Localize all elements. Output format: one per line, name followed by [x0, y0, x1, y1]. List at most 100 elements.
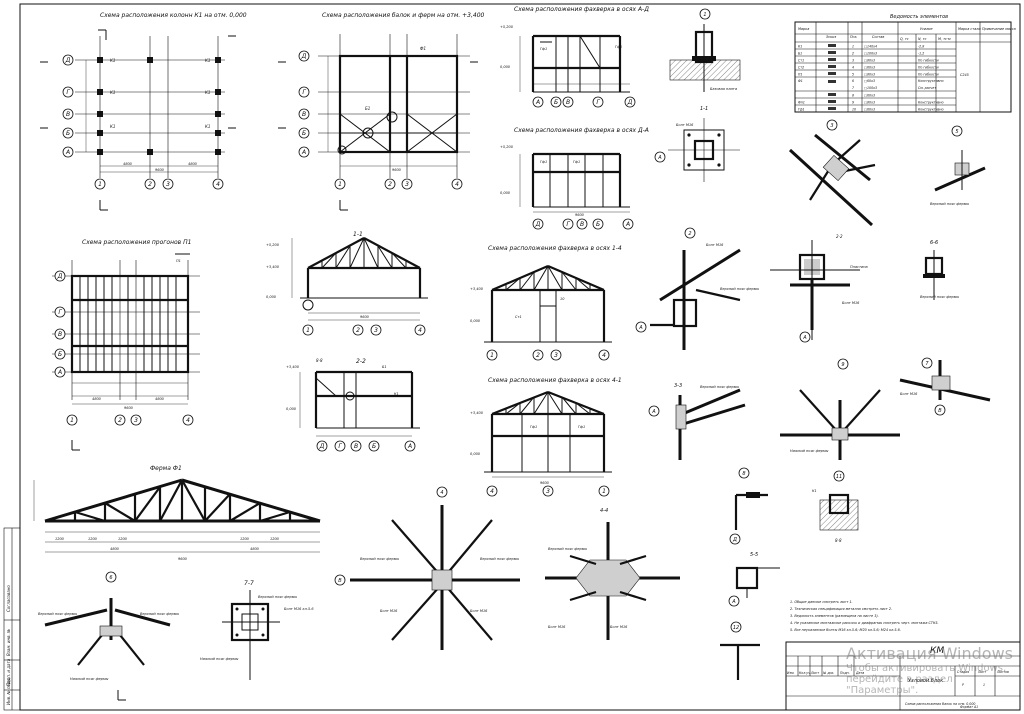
elev-wind-da-1: +5,200: [500, 145, 514, 149]
elev-s11-3: 0,000: [266, 295, 277, 299]
callout-chord-n4-b: Верхний пояс фермы: [480, 557, 519, 561]
node1-label: 1: [703, 12, 706, 18]
column-plan: Схема расположения колонн К1 на отм. 0,0…: [40, 12, 247, 211]
spec-row-0-mark: К1: [798, 45, 802, 49]
strip-label-1: Подп. и дата: [6, 658, 11, 686]
mark-k1-c: К1: [110, 90, 115, 95]
stamp-sheet-hdr: Лист: [977, 670, 986, 674]
axis4-d: Д: [535, 221, 541, 228]
callout-chord-up-b: Верхний пояс фермы: [140, 612, 179, 616]
strip-label-0: Инв. № подл.: [6, 677, 11, 705]
spec-row-7-comp: □60х3: [864, 94, 875, 98]
node-12: 12: [720, 621, 760, 680]
spec-title: Ведомость элементов: [890, 14, 948, 20]
wind-ad: Схема расположения фахверка в осях А-Д А…: [500, 6, 649, 108]
beams-plan: Схема расположения балок и ферм на отм. …: [278, 12, 485, 211]
spec-steel: С245: [960, 73, 969, 77]
axis2-2: 2: [388, 181, 392, 188]
title-block: КМ Изм. Кол.уч. Лист № док. Подп. Дата С…: [785, 641, 1021, 711]
spec-row-1-n: -1,2: [918, 52, 924, 56]
spec-row-3-pos: 4: [852, 66, 854, 70]
node12-label: 12: [733, 625, 739, 631]
spec-hdr-mark: Марка: [798, 27, 809, 31]
wind-41: Схема расположения фахверка в осях 4-1 4…: [470, 377, 622, 497]
callout-base: Базовая плита: [710, 87, 737, 91]
stamp-sheet: 1: [983, 683, 985, 687]
spec-row-8-mark: Фп1: [798, 101, 805, 105]
spec-row-4-comp: □80х3: [864, 73, 875, 77]
axis4-v: В: [580, 221, 584, 228]
axis6-1: 1: [306, 327, 310, 334]
spec-hdr-force: Усилие: [920, 27, 933, 31]
dim10-9600: 9600: [178, 557, 188, 561]
node-9: 9 Нижний пояс фермы: [780, 358, 900, 460]
s11d-axis: А: [657, 155, 662, 161]
axis2-a: А: [301, 149, 306, 156]
spec-row-8-comp: □80х3: [864, 101, 875, 105]
spec-row-3-n: По гибкости: [918, 66, 939, 70]
dim10-1200-a: 1200: [55, 537, 65, 541]
axis-d: Д: [65, 57, 71, 64]
axis-b: Б: [66, 130, 70, 137]
strip-label-2: Взам. инв. №: [6, 629, 11, 656]
title-s77: 7-7: [244, 580, 254, 587]
node11-label: 11: [836, 474, 842, 480]
elev-s11-2: +3,400: [266, 265, 280, 269]
callout-chord-low: Нижний пояс фермы: [70, 677, 109, 681]
axis5-2: 2: [118, 417, 122, 424]
node2-label: 2: [688, 231, 691, 237]
axis2-b: Б: [302, 130, 306, 137]
axis5-4: 4: [186, 417, 190, 424]
axis5-a: А: [57, 369, 62, 376]
axis-g: Г: [66, 89, 70, 96]
stamp-col-2: Лист: [810, 671, 819, 675]
stamp-col-4: Подп.: [840, 671, 850, 675]
axis4-a: А: [625, 221, 630, 228]
node9-label: 9: [841, 362, 844, 368]
elev-wind-ad-1: +5,200: [500, 25, 514, 29]
spec-row-2-n: По гибкости: [918, 59, 939, 63]
spec-row-5-comp: □60х3: [864, 79, 875, 83]
axis9-3: 3: [546, 488, 550, 495]
title-s55: 5-5: [750, 552, 758, 558]
callout-chord-s66: Верхний пояс фермы: [920, 295, 959, 299]
mark-k1-a: К1: [110, 58, 115, 63]
axis4-b: Б: [596, 221, 600, 228]
spec-row-7-pos: 8: [852, 94, 854, 98]
spec-row-0-n: -2,8: [918, 45, 924, 49]
elev-w41-1: +3,400: [470, 411, 484, 415]
callout-bolt-44-b: Болт М16: [610, 625, 628, 629]
node-6: 6 Верхний пояс фермы Верхний пояс фермы …: [38, 571, 179, 701]
axis9-1: 1: [602, 488, 606, 495]
elev-w14-2: 0,000: [470, 319, 481, 323]
spec-row-9-n: Конструктивно: [918, 108, 944, 112]
spec-hdr-sketch: Эскиз: [825, 35, 836, 39]
title-s44: 4-4: [600, 508, 608, 514]
elev-w14-1: +3,400: [470, 287, 484, 291]
mark-k1-n11: К1: [812, 489, 817, 493]
note-2: 2. Техническая спецификация металла смот…: [790, 607, 892, 611]
spec-row-9-mark: Гф1: [798, 108, 805, 112]
node-1: 1 Базовая плита: [669, 8, 741, 92]
spec-row-0-pos: 1: [852, 45, 854, 49]
title-wind-da: Схема расположения фахверка в осях Д-А: [514, 127, 649, 134]
spec-row-3-comp: □60х3: [864, 66, 875, 70]
note-1: 1. Общие данные смотреть лист 1.: [790, 600, 853, 604]
dim9-9600: 9600: [540, 481, 550, 485]
s55-axis: А: [731, 599, 736, 605]
title-purlins: Схема расположения прогонов П1: [82, 239, 191, 246]
callout-bolt-n2: Болт М16: [706, 243, 724, 247]
stamp-col-0: Изм.: [787, 671, 795, 675]
stamp-col-3: № док.: [822, 671, 834, 675]
title-s11: 1-1: [353, 231, 363, 238]
spec-row-9-pos: 10: [852, 108, 856, 112]
node-5: 5 Верхний пояс фермы: [930, 125, 986, 206]
dim-4800-a: 4800: [123, 162, 133, 166]
dim10-1200-c: 1200: [118, 537, 128, 541]
node4-axis: В: [338, 578, 342, 584]
s22d-axis: А: [802, 335, 807, 341]
callout-bolt-44-a: Болт М16: [548, 625, 566, 629]
stamp-desc: Схема расположения балок на отм. 0,000: [905, 702, 975, 706]
